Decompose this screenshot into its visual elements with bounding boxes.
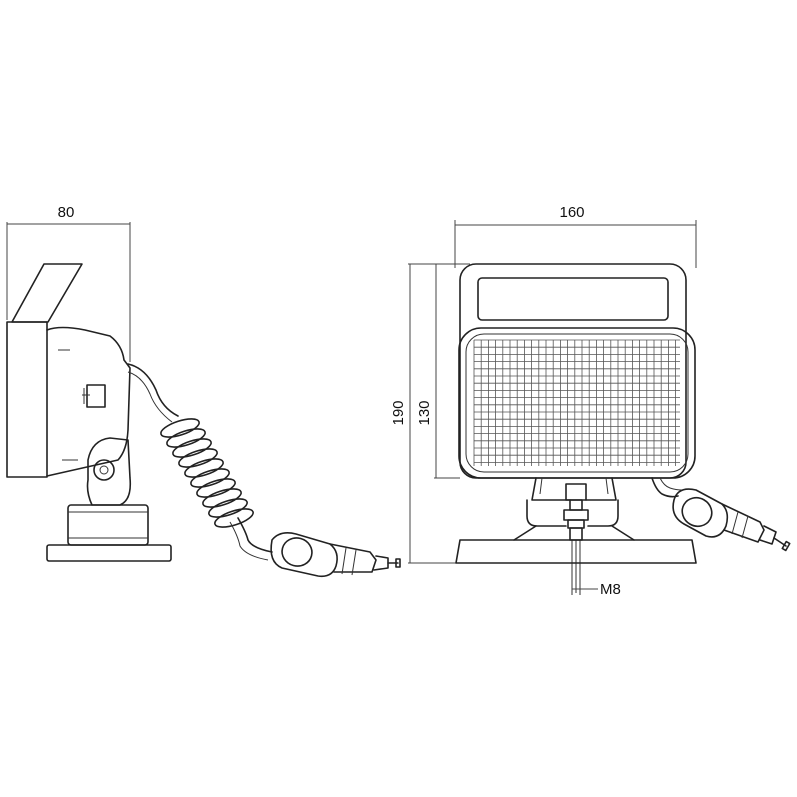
front-width-dimension: 160 xyxy=(454,204,697,268)
cable-coil-loop xyxy=(166,428,206,448)
lens-grid-pattern xyxy=(473,339,680,466)
cable-coil-loop xyxy=(196,478,236,498)
front-base-plate xyxy=(455,539,697,564)
front-lighter-plug xyxy=(672,488,791,552)
bolt-thread-label: M8 xyxy=(600,581,621,598)
side-view: 80 xyxy=(6,204,401,578)
side-lamp-housing xyxy=(6,263,131,478)
front-lens xyxy=(458,327,696,479)
side-mount-bracket xyxy=(86,437,132,506)
front-handle-frame xyxy=(459,263,687,479)
side-coiled-cable xyxy=(127,363,273,561)
front-height-dimensions: 190 130 xyxy=(390,263,470,564)
cable-coil-loop xyxy=(184,458,224,478)
front-bolt: M8 xyxy=(563,483,621,598)
side-width-label: 80 xyxy=(58,204,75,221)
front-mount-bracket xyxy=(513,477,635,541)
cable-coil-loop xyxy=(172,438,212,458)
cable-coil-loop xyxy=(208,498,248,518)
cable-coil-loop xyxy=(214,508,254,528)
front-view: 160 190 130 xyxy=(390,204,791,598)
front-width-label: 160 xyxy=(559,204,584,221)
side-width-dimension: 80 xyxy=(6,204,131,362)
total-height-label: 190 xyxy=(390,400,407,425)
cable-coil-loop xyxy=(178,448,218,468)
cable-coil-loop xyxy=(160,418,200,438)
cable-coil-loop xyxy=(190,468,230,488)
cable-coil-loop xyxy=(202,488,242,508)
side-magnetic-base xyxy=(46,504,172,562)
side-lighter-plug xyxy=(270,532,401,578)
front-cable xyxy=(651,477,683,498)
lamp-height-label: 130 xyxy=(416,400,433,425)
